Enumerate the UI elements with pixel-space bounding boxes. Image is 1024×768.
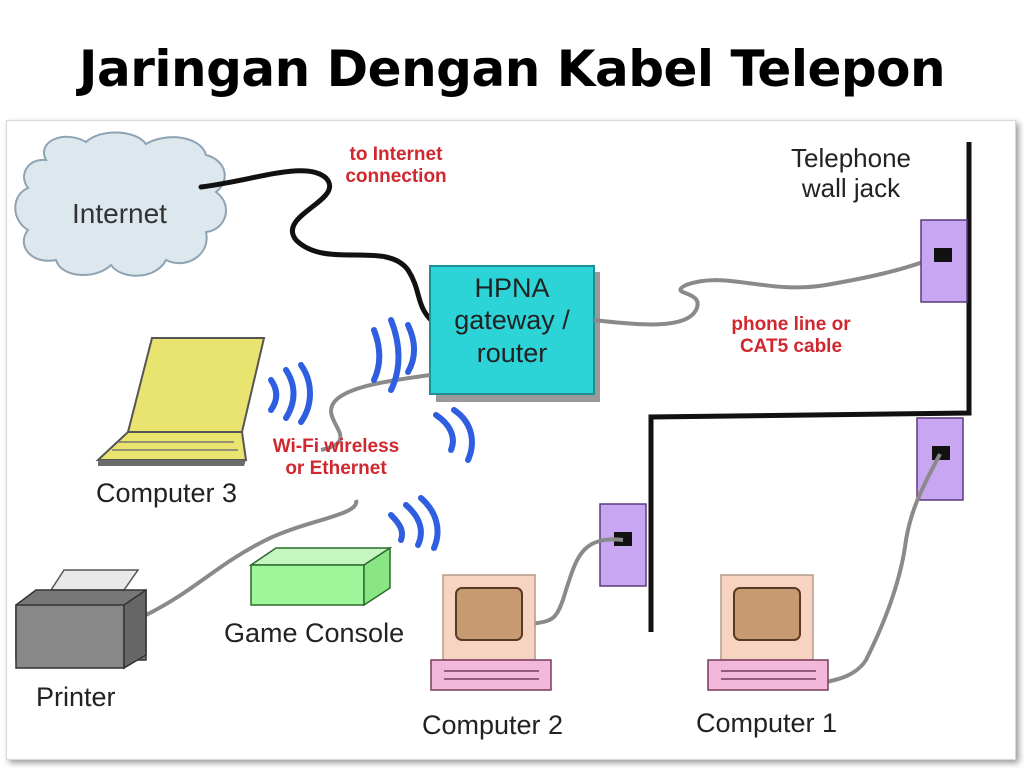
wall-jack-line1: Telephone (791, 143, 911, 173)
computer3-label: Computer 3 (96, 478, 238, 508)
game-console-label: Game Console (224, 618, 405, 648)
to-internet-line2: connection (345, 165, 447, 187)
computer2-icon (430, 574, 552, 691)
phone-line-line1: phone line or (731, 314, 851, 335)
laptop-icon (95, 337, 266, 466)
wifi-annotation: Wi-Fi wireless or Ethernet (256, 436, 416, 480)
phone-line-annotation: phone line or CAT5 cable (711, 314, 871, 358)
phone-line-line2: CAT5 cable (739, 335, 843, 357)
computer1-cable (825, 453, 942, 684)
to-internet-line1: to Internet (349, 144, 443, 165)
printer-icon (15, 569, 147, 670)
internet-cloud-icon (14, 131, 227, 277)
wall-line (648, 142, 972, 632)
router-label-line2: gateway / (454, 305, 570, 336)
printer-label: Printer (36, 682, 116, 712)
page-title: Jaringan Dengan Kabel Telepon (78, 40, 946, 98)
jack-port (934, 248, 952, 262)
computer1-icon (707, 574, 829, 691)
computer1-label: Computer 1 (696, 708, 838, 738)
printer-cable (145, 499, 359, 617)
to-internet-annotation: to Internet connection (326, 144, 466, 188)
router-label-line3: router (476, 337, 548, 368)
wifi-line1: Wi-Fi wireless (272, 436, 400, 457)
computer2-cable (525, 537, 624, 627)
network-diagram: Internet HPNA gateway / router to Intern… (6, 120, 1016, 760)
jack-port (932, 446, 950, 460)
internet-cable (198, 168, 434, 323)
computer2-label: Computer 2 (422, 710, 564, 740)
wall-jack-line2: wall jack (801, 172, 901, 203)
diagram-canvas (14, 131, 972, 691)
game-console-icon (248, 546, 393, 607)
router-label: HPNA gateway / router (430, 272, 594, 369)
router-label-line1: HPNA (474, 273, 550, 303)
internet-label: Internet (72, 198, 167, 229)
wifi-waves-icon (268, 317, 475, 551)
wifi-line2: or Ethernet (285, 457, 387, 479)
wall-jack-label: Telephone wall jack (776, 143, 926, 204)
router-to-jack-cable (593, 253, 942, 327)
router-box (429, 265, 595, 395)
